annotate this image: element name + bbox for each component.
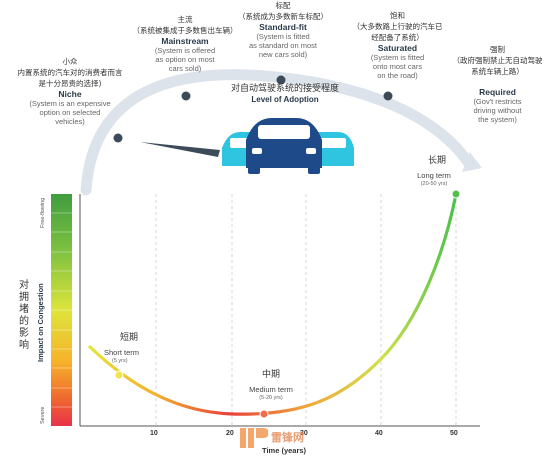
x-tick-40: 40 (375, 430, 383, 437)
term-medium-yrs: (5-20 yrs) (259, 395, 283, 401)
x-tick-10: 10 (150, 430, 158, 437)
stage-mainstream-name: Mainstream (161, 36, 209, 46)
term-long-zh: 长期 (428, 156, 447, 166)
term-medium: 中期 Medium term (5-20 yrs) (236, 370, 306, 403)
stage-required-name: Required (479, 87, 516, 97)
watermark-logo-icon (240, 428, 268, 448)
gauge-needle (140, 142, 220, 157)
stage-required-desc: (Gov't restricts driving without the sys… (473, 97, 522, 124)
stage-niche-zh: 小众 内置系统的汽车对的消费者而言 是十分昂贵的选择) (17, 57, 123, 88)
stage-niche-name: Niche (58, 89, 82, 99)
gridlines (155, 194, 457, 426)
stage-mainstream-zh: 主流 （系统被集成于多数售出车辆） (132, 15, 238, 35)
arc-arrow-head (462, 152, 482, 172)
term-medium-zh: 中期 (261, 370, 280, 380)
stage-standard-fit-desc: (System is fitted as standard on most ne… (249, 32, 317, 59)
term-medium-en: Medium term (249, 385, 293, 394)
stage-niche: 小众 内置系统的汽车对的消费者而言 是十分昂贵的选择) Niche (Syste… (0, 56, 140, 126)
x-tick-50: 50 (450, 430, 458, 437)
adoption-title-zh: 对自动驾驶系统的接受程度 (230, 84, 339, 94)
stage-mainstream: 主流 （系统被集成于多数售出车辆） Mainstream (System is … (110, 14, 260, 73)
watermark: 雷锋网 (238, 424, 304, 450)
term-long: 长期 Long term (20-50 yrs) (404, 156, 464, 189)
stage-required: 强制 （政府强制禁止无自动驾驶 系统车辆上路） Required (Gov't … (445, 44, 550, 124)
term-short-yrs: (5 yrs) (112, 358, 128, 364)
stage-standard-fit-zh: 标配 （系统成为多数新车标配） (238, 1, 328, 21)
term-short: 短期 Short term (5 yrs) (104, 333, 164, 366)
stage-standard-fit: 标配 （系统成为多数新车标配） Standard-fit (System is … (218, 0, 348, 59)
marker-short-term (114, 370, 124, 380)
stage-saturated-name: Saturated (377, 43, 418, 53)
term-short-zh: 短期 (120, 333, 139, 343)
x-axis-label: Time (years) (262, 446, 307, 455)
congestion-curve (88, 192, 458, 416)
car-icon-group (222, 118, 354, 174)
adoption-title-en: Level of Adoption (251, 95, 319, 104)
term-short-en: Short term (104, 348, 140, 357)
stage-dot-standard-fit (276, 75, 286, 85)
stage-dot-mainstream (181, 91, 191, 101)
term-long-yrs: (20-50 yrs) (420, 181, 448, 187)
x-tick-20: 20 (226, 430, 234, 437)
band-label-bottom: Severe (40, 406, 46, 424)
stage-required-zh: 强制 （政府强制禁止无自动驾驶 系统车辆上路） (452, 45, 543, 76)
stage-niche-desc: (System is an expensive option on select… (29, 99, 111, 126)
congestion-ylabel-en: Impact on Congestion (36, 283, 45, 362)
adoption-arc (80, 69, 476, 196)
watermark-text: 雷锋网 (271, 431, 304, 444)
band-label-top: Free-flowing (40, 197, 46, 228)
stage-saturated: 饱和 （大多数路上行驶的汽车已 经配备了系统） Saturated (Syste… (330, 10, 465, 80)
adoption-title: 对自动驾驶系统的接受程度 Level of Adoption (205, 84, 365, 105)
stage-mainstream-desc: (System is offered as option on most car… (154, 46, 216, 73)
congestion-ylabel-zh: 对拥堵的影响 (19, 280, 29, 351)
marker-long-term (451, 189, 461, 199)
stage-standard-fit-name: Standard-fit (259, 22, 307, 32)
x-tick-30: 30 (300, 430, 308, 437)
stage-dot-saturated (383, 91, 393, 101)
marker-medium-term (259, 409, 269, 419)
stage-saturated-desc: (System is fitted onto most cars on the … (370, 53, 425, 80)
stage-dot-niche (113, 133, 123, 143)
term-long-en: Long term (417, 171, 451, 180)
stage-saturated-zh: 饱和 （大多数路上行驶的汽车已 经配备了系统） (352, 11, 443, 42)
